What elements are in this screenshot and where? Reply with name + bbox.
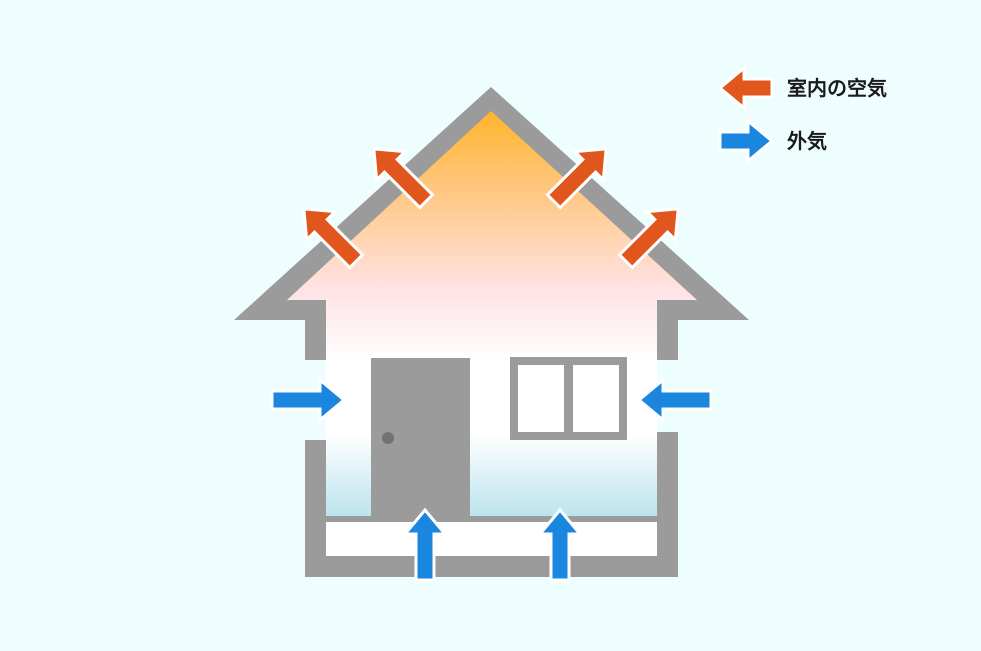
legend-outdoor-arrow-shape	[718, 117, 775, 165]
legend: 室内の空気 外気	[717, 64, 887, 165]
legend-outdoor-air-label: 外気	[787, 129, 827, 153]
outdoor-air-arrow	[636, 376, 713, 424]
outdoor-air-arrow	[401, 507, 449, 582]
crawl-space	[326, 522, 657, 556]
legend-indoor-air-label: 室内の空気	[787, 76, 887, 100]
outdoor-air-arrows	[270, 376, 713, 582]
indoor-air-arrows	[302, 147, 680, 270]
legend-indoor-arrow-shape	[717, 64, 774, 112]
outdoor-air-arrow	[270, 376, 347, 424]
indoor-air-arrow	[302, 207, 365, 270]
outdoor-air-arrow	[536, 507, 584, 582]
indoor-air-arrow	[617, 207, 680, 270]
legend-indoor-arrow-icon	[717, 64, 774, 112]
door-knob	[382, 432, 394, 444]
legend-outdoor-arrow-icon	[718, 117, 775, 165]
indoor-air-arrow	[372, 147, 435, 210]
indoor-air-arrow	[545, 147, 608, 210]
window	[510, 357, 627, 440]
